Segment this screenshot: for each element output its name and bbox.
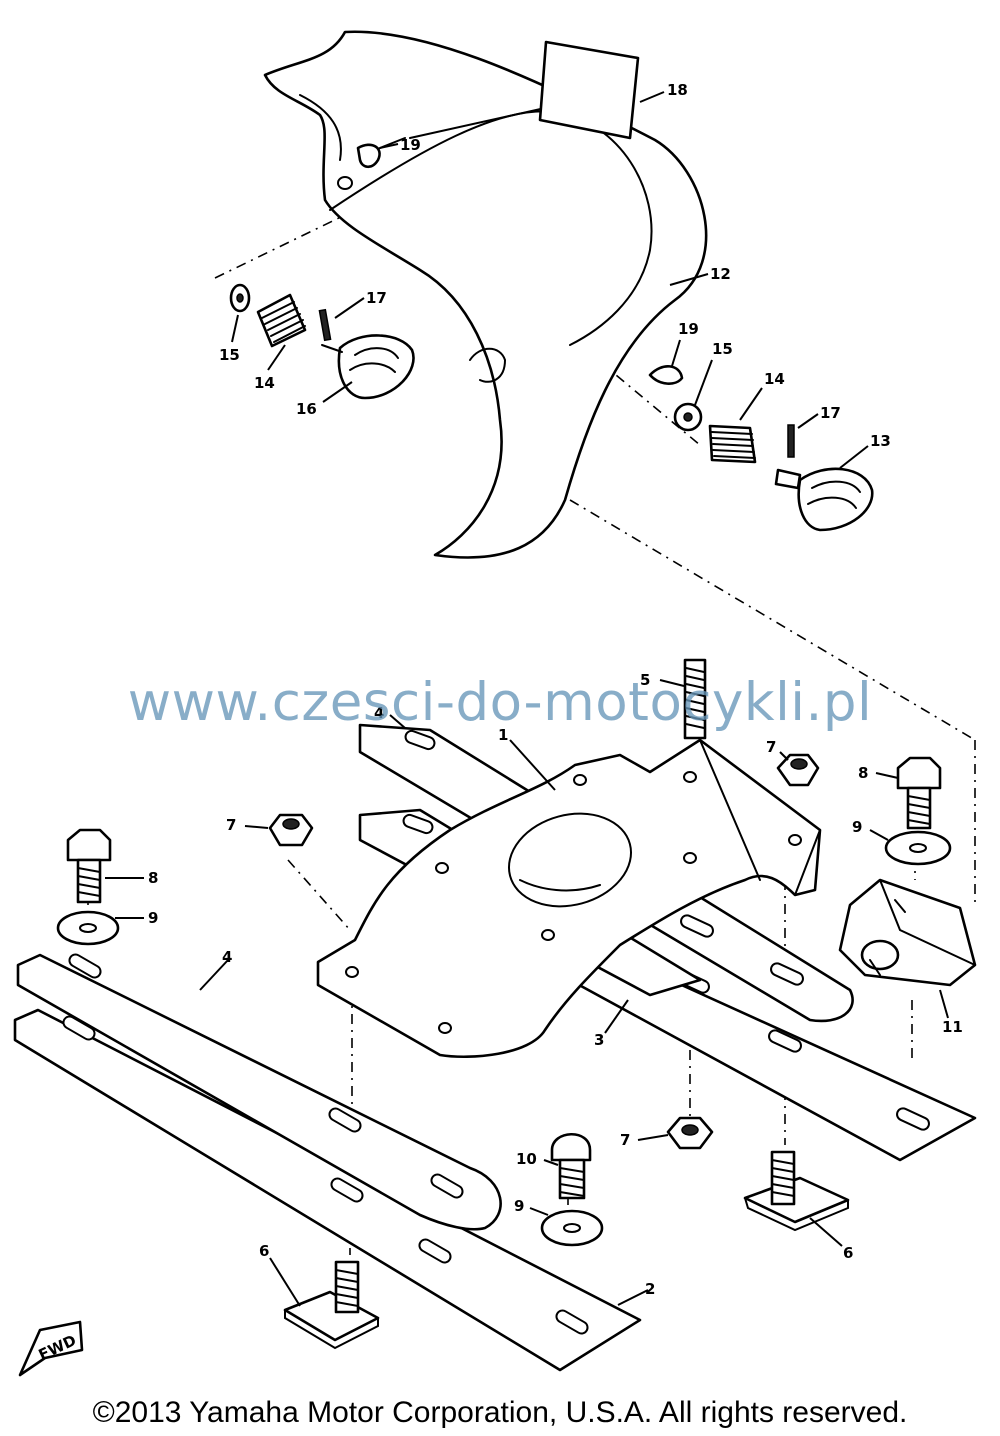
callout-14-right: 14 (764, 370, 785, 388)
knob-part-13-right (774, 467, 874, 532)
pin-part-17-left (318, 308, 332, 342)
callout-7-upper: 7 (766, 738, 776, 756)
pin-part-17-right (787, 424, 795, 458)
strip-part-2 (13, 1008, 642, 1372)
washer-part-9-lower (540, 1209, 604, 1247)
stud-bolt-part-5 (683, 658, 707, 740)
strip-part-4-left (16, 953, 502, 1231)
t-bolt-part-6-left (283, 1260, 380, 1350)
callout-leaders (105, 91, 949, 1307)
bracket-assembly: FWD (13, 658, 977, 1377)
callout-1: 1 (498, 726, 508, 744)
callout-15-right: 15 (712, 340, 733, 358)
knob-part-16-left (321, 334, 415, 400)
callout-4-left: 4 (222, 948, 232, 966)
emblem-plate-part-18 (538, 40, 640, 140)
bolt-part-8-right (896, 756, 942, 830)
callout-12: 12 (710, 265, 731, 283)
bolt-part-10 (550, 1133, 592, 1200)
callout-4-upper: 4 (374, 704, 384, 722)
callout-9-right: 9 (852, 818, 862, 836)
t-bolt-part-6-right (743, 1150, 850, 1232)
callout-13: 13 (870, 432, 891, 450)
nut-part-7-upper (776, 753, 820, 787)
clip-part-19-right (648, 365, 684, 385)
spring-part-14-left (256, 293, 307, 348)
washer-part-9-left (56, 910, 120, 946)
callout-10: 10 (516, 1150, 537, 1168)
callout-9-lower: 9 (514, 1197, 524, 1215)
callout-9-left: 9 (148, 909, 158, 927)
copyright-text: ©2013 Yamaha Motor Corporation, U.S.A. A… (92, 1396, 908, 1429)
callout-7-left: 7 (226, 816, 236, 834)
callout-3: 3 (594, 1031, 604, 1049)
callout-5: 5 (640, 671, 650, 689)
callout-17-left: 17 (366, 289, 387, 307)
callout-19-right: 19 (678, 320, 699, 338)
clip-part-19-left (356, 143, 381, 169)
callout-2: 2 (645, 1280, 655, 1298)
bracket-part-11 (838, 878, 977, 987)
callout-11: 11 (942, 1018, 963, 1036)
callout-18: 18 (667, 81, 688, 99)
callout-17-right: 17 (820, 404, 841, 422)
callout-numbers: 18 19 12 17 15 14 16 19 15 14 17 13 5 4 … (148, 81, 963, 1298)
callout-7-lower: 7 (620, 1131, 630, 1149)
bracket-large-hole (507, 812, 633, 908)
nut-part-7-left (268, 813, 314, 847)
tail-cowl-part-12 (263, 30, 708, 559)
bolt-part-8-left (66, 828, 112, 904)
callout-19-left: 19 (400, 136, 421, 154)
callout-16: 16 (296, 400, 317, 418)
callout-15-left: 15 (219, 346, 240, 364)
callout-6-right: 6 (843, 1244, 853, 1262)
callout-8-left: 8 (148, 869, 158, 887)
callout-14-left: 14 (254, 374, 275, 392)
callout-6-left: 6 (259, 1242, 269, 1260)
spring-part-14-right (708, 424, 757, 464)
washer-part-9-right (884, 830, 952, 866)
nut-part-7-lower (666, 1116, 714, 1150)
forward-arrow-icon: FWD (18, 1320, 84, 1377)
watermark-text: www.czesci-do-motocykli.pl (127, 672, 873, 733)
callout-8-right: 8 (858, 764, 868, 782)
